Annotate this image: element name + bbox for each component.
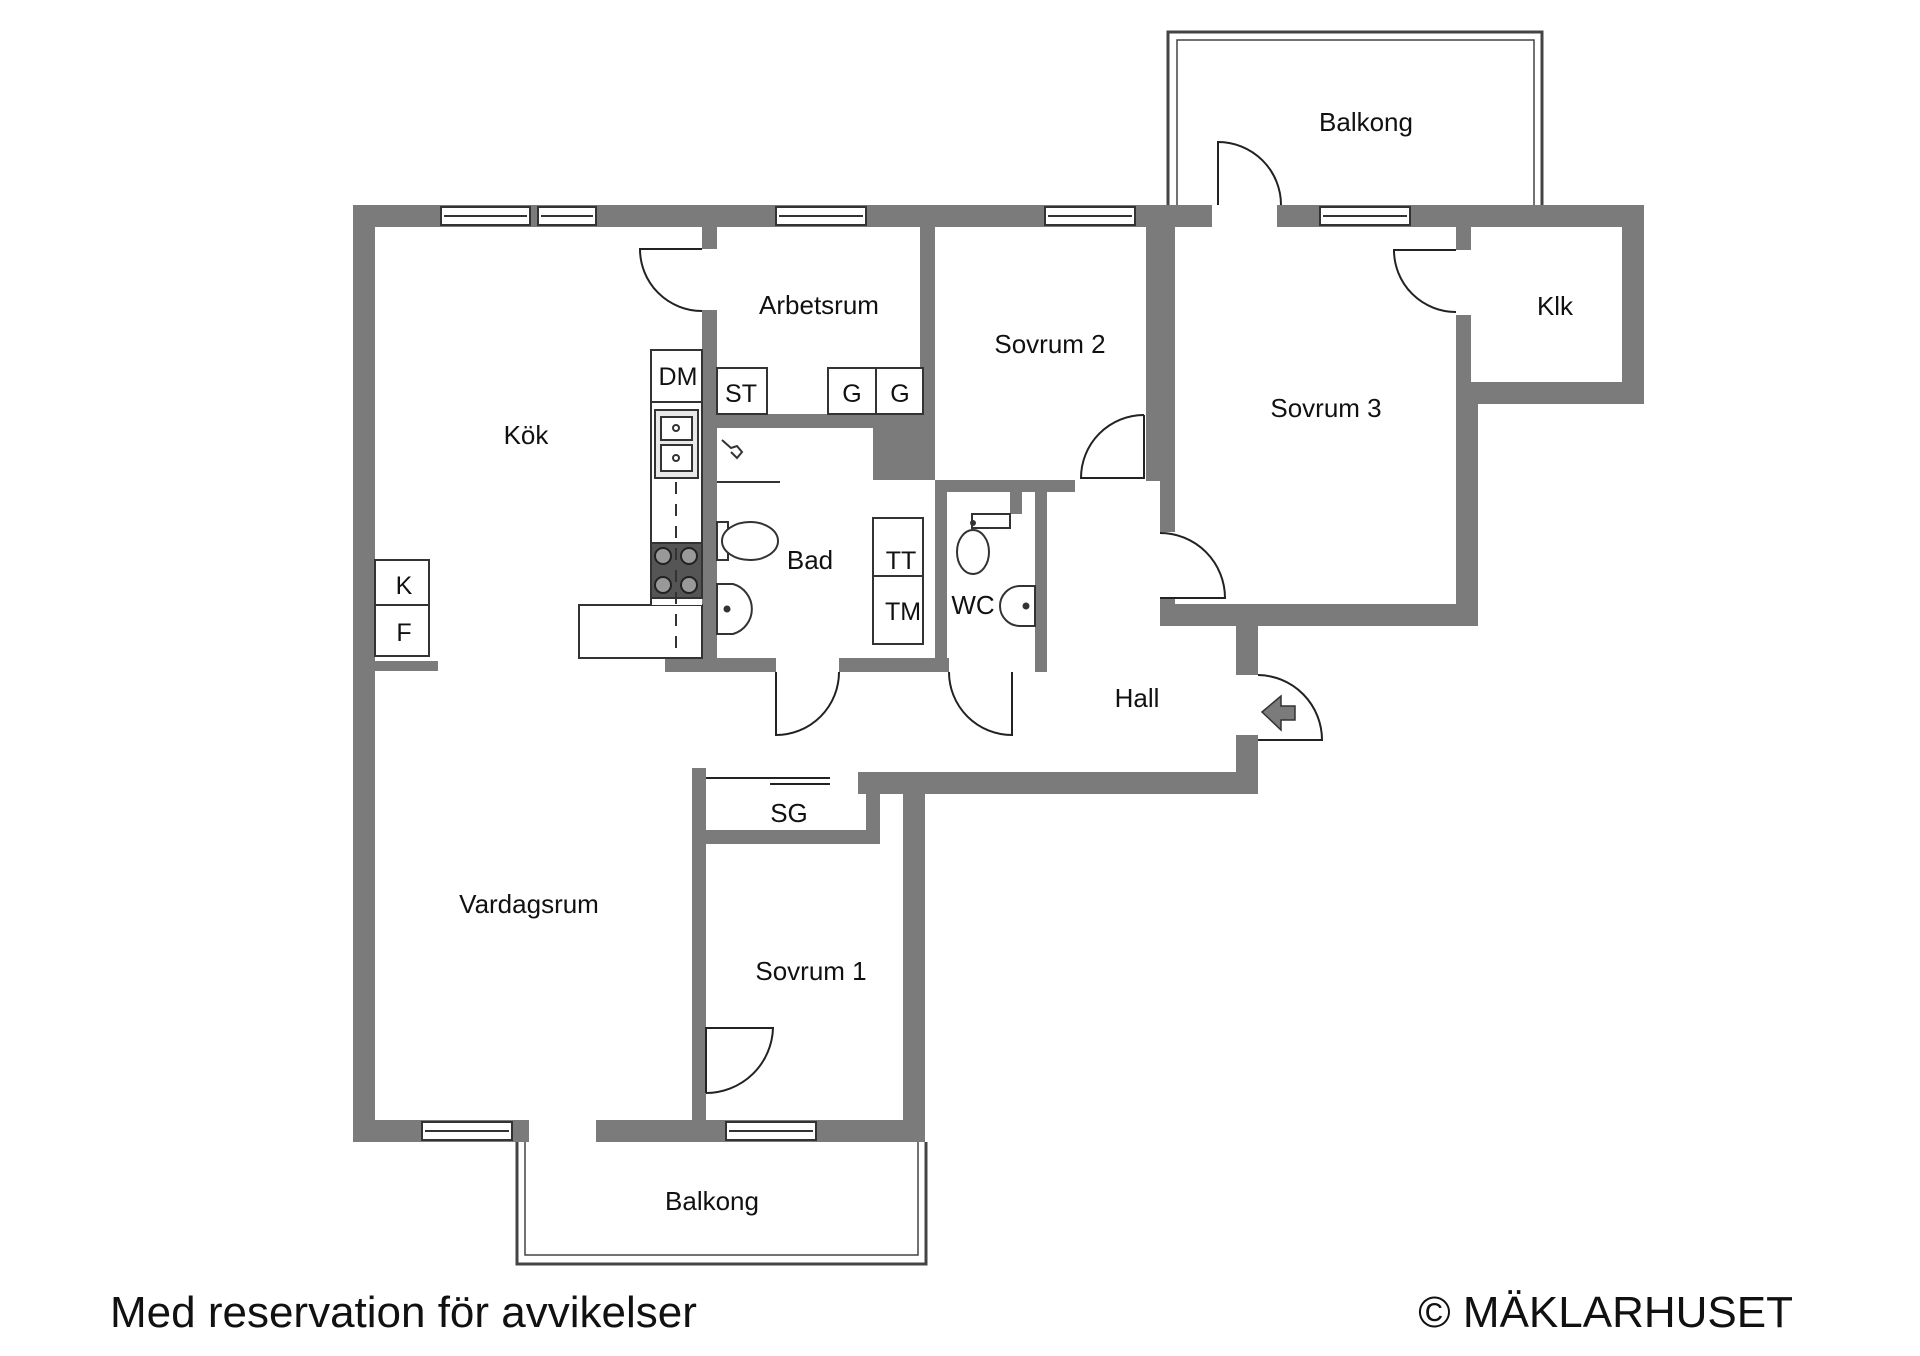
room-labels: Balkong Arbetsrum Sovrum 2 Klk Sovrum 3 … xyxy=(459,107,1574,1216)
freezer-f-box xyxy=(374,604,430,657)
fixture-layer xyxy=(374,349,1036,659)
disclaimer-text: Med reservation för avvikelser xyxy=(110,1288,697,1337)
toilet-icon xyxy=(716,521,779,561)
door-klk xyxy=(1392,249,1457,313)
fixture-label-g1: G xyxy=(842,380,861,408)
storage-st-box xyxy=(716,367,768,415)
fixture-label-tt: TT xyxy=(886,547,917,575)
fixture-label-f: F xyxy=(396,619,411,647)
dishwasher-box xyxy=(650,349,703,403)
door-sovrum-1 xyxy=(705,1027,775,1094)
wall-sg-west xyxy=(692,768,706,1093)
balcony-layer xyxy=(515,30,1544,1266)
wc-washbasin-icon xyxy=(999,585,1036,627)
wall-arbetsrum-bottom xyxy=(717,414,935,428)
room-label-vardagsrum: Vardagsrum xyxy=(459,889,599,919)
wall-sg-east xyxy=(866,772,880,842)
door-bad xyxy=(775,671,840,737)
wall-bad-east-block xyxy=(873,428,935,480)
fixture-label-dm: DM xyxy=(659,363,698,391)
room-label-bad: Bad xyxy=(787,545,833,575)
washbasin-icon xyxy=(716,583,753,635)
door-wc xyxy=(948,671,1013,737)
wall-bad-bottom-mid xyxy=(839,658,949,672)
wall-east-sovrum-1 xyxy=(903,783,925,1142)
laundry-tm-box xyxy=(872,575,924,645)
kitchen-peninsula xyxy=(578,604,703,659)
fridge-k-box xyxy=(374,559,430,606)
wall-klk-bottom xyxy=(1456,382,1644,404)
wall-wc-west xyxy=(935,492,947,672)
wall-wc-east xyxy=(1035,492,1047,672)
wall-hall-east-lower xyxy=(1236,735,1258,794)
wall-wc-top-mid xyxy=(1010,492,1022,514)
door-sg-sliding xyxy=(706,777,830,785)
room-label-sovrum-2: Sovrum 2 xyxy=(994,329,1105,359)
wall-sovrum-3-bottom xyxy=(1160,604,1478,626)
wall-sovrum-2-east xyxy=(1146,227,1161,481)
fixture-label-g2: G xyxy=(890,380,909,408)
sink-icon xyxy=(654,409,699,479)
fixture-label-tm: TM xyxy=(885,598,921,626)
door-sovrum-2 xyxy=(1079,414,1145,479)
room-label-klk: Klk xyxy=(1537,291,1574,321)
room-label-sg: SG xyxy=(770,798,808,828)
shower-icon xyxy=(717,439,780,483)
room-label-balkong-bottom: Balkong xyxy=(665,1186,759,1216)
wall-west xyxy=(353,205,375,1142)
room-label-wc: WC xyxy=(951,590,994,620)
wall-hall-bottom xyxy=(858,772,1258,794)
window-layer xyxy=(421,206,1411,1141)
door-entrance xyxy=(1257,674,1324,741)
wall-hall-east-upper xyxy=(1236,620,1258,675)
wall-kok-bad-vertical xyxy=(702,310,717,672)
room-label-balkong-top: Balkong xyxy=(1319,107,1413,137)
fixture-labels: DM ST G G TT TM K F xyxy=(396,363,921,647)
wall-east xyxy=(1622,205,1644,404)
wall-kok-stub xyxy=(375,661,438,671)
fixture-label-st: ST xyxy=(725,380,757,408)
door-sovrum-3 xyxy=(1159,532,1227,599)
wall-sovrum-1-bottom-west xyxy=(692,1093,706,1142)
room-label-sovrum-1: Sovrum 1 xyxy=(755,956,866,986)
door-balkong-top xyxy=(1217,140,1282,206)
room-label-hall: Hall xyxy=(1115,683,1160,713)
entrance-arrow-icon xyxy=(1260,694,1296,732)
room-label-kok: Kök xyxy=(504,420,550,450)
copyright-text: © MÄKLARHUSET xyxy=(1418,1288,1793,1337)
wall-bad-bottom-west xyxy=(665,658,776,672)
balcony-bottom-railing xyxy=(515,1142,928,1266)
wall-kok-arbetsrum xyxy=(702,227,717,249)
wall-sg-bottom xyxy=(706,830,880,844)
door-layer xyxy=(638,140,1457,1094)
balcony-top-railing xyxy=(1166,30,1544,205)
wall-klk-west-lower xyxy=(1456,315,1471,404)
room-label-arbetsrum: Arbetsrum xyxy=(759,290,879,320)
wall-sovrum-2-bottom xyxy=(935,480,1075,492)
storage-g2-box xyxy=(875,367,924,415)
door-arbetsrum xyxy=(638,248,703,312)
wall-sovrum-3-west xyxy=(1160,227,1175,532)
wc-toilet-icon xyxy=(956,513,1011,575)
wall-sovrum-3-east xyxy=(1456,382,1478,626)
wall-sovrum-3-west-lower xyxy=(1160,598,1175,626)
room-label-sovrum-3: Sovrum 3 xyxy=(1270,393,1381,423)
storage-g1-box xyxy=(827,367,877,415)
wall-klk-west xyxy=(1456,227,1471,250)
fixture-label-k: K xyxy=(396,572,413,600)
